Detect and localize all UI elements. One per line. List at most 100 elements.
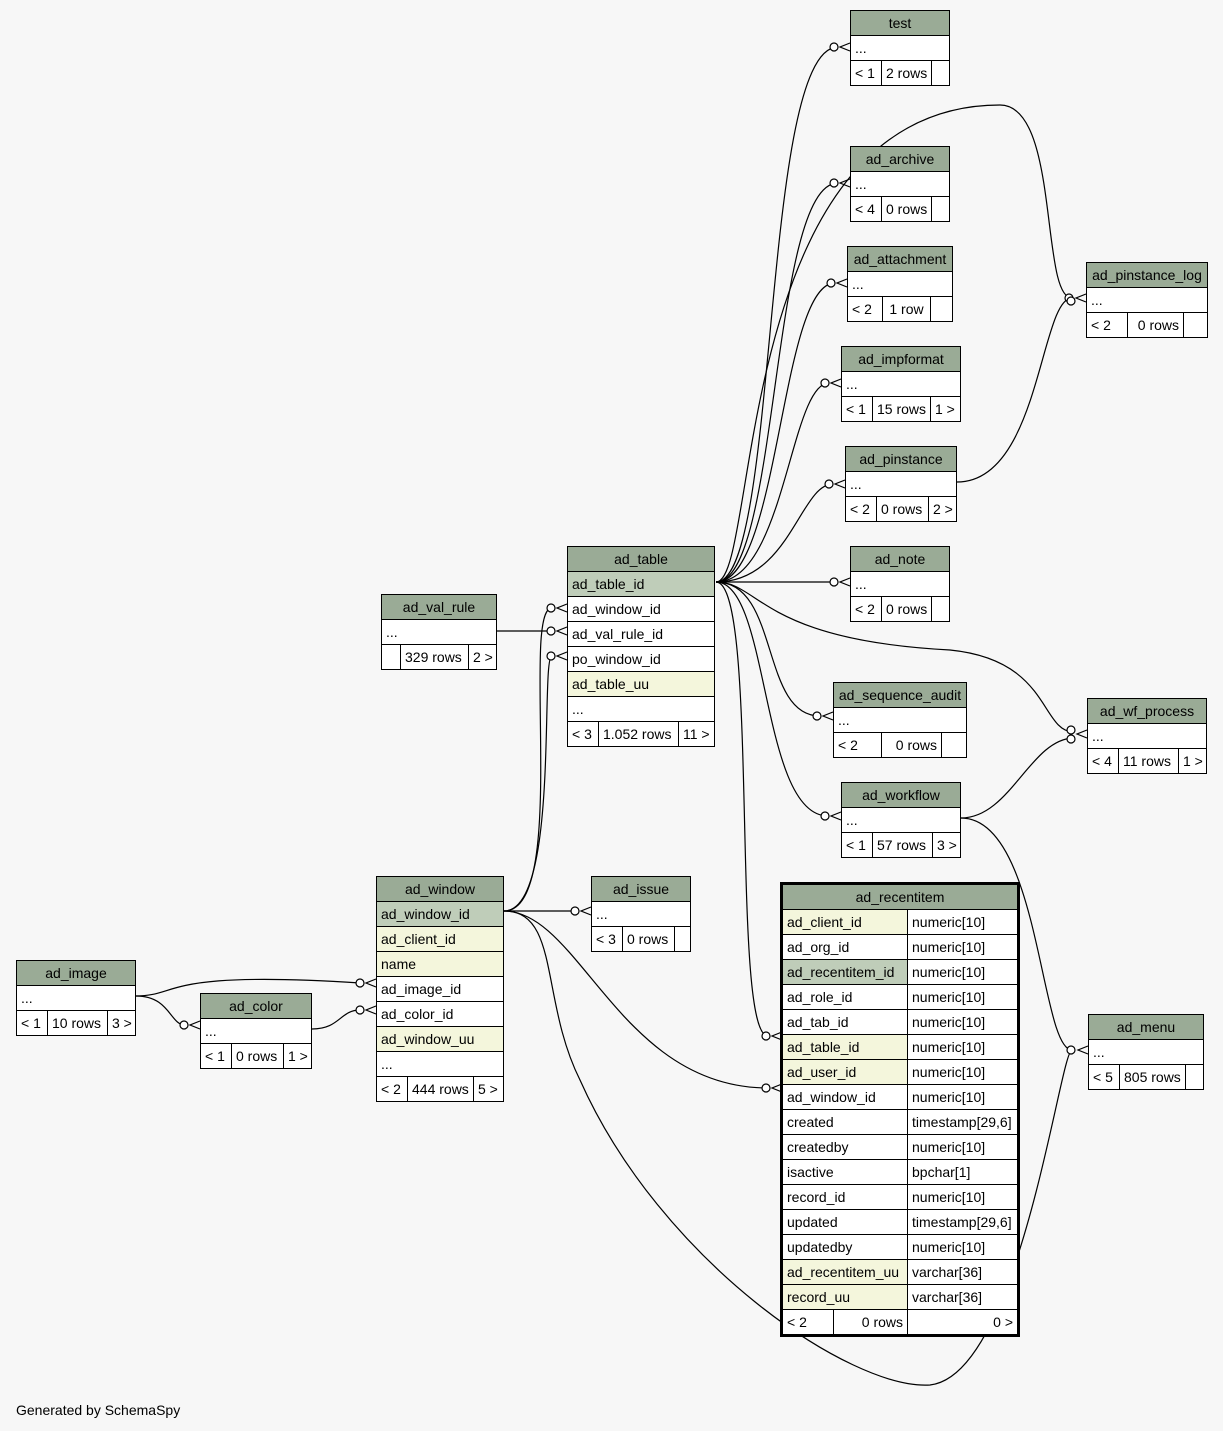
table-header: ad_workflow — [842, 783, 960, 808]
column-name: createdby — [783, 1135, 907, 1159]
table-ad-impformat[interactable]: ad_impformat ... < 1 15 rows 1 > — [841, 346, 961, 422]
column-ad-window-id: ad_window_id — [377, 902, 503, 926]
column-ellipsis: ... — [851, 572, 949, 596]
table-ad-wf-process[interactable]: ad_wf_process ... < 4 11 rows 1 > — [1087, 698, 1207, 774]
table-header: ad_sequence_audit — [834, 683, 966, 708]
parents-count: < 2 — [838, 737, 858, 753]
column-type: numeric[10] — [907, 960, 1017, 984]
children-count: 11 > — [678, 722, 714, 746]
children-count — [674, 927, 690, 951]
column-name: name — [377, 952, 503, 976]
column-ellipsis: ... — [851, 172, 949, 196]
children-count — [1183, 313, 1207, 337]
column-name: ad_role_id — [783, 985, 907, 1009]
column-type: varchar[36] — [907, 1285, 1017, 1309]
table-header: ad_pinstance — [846, 447, 956, 472]
row-count: 0 rows — [876, 497, 928, 521]
column-ad-image-id: ad_image_id — [377, 977, 503, 1001]
column-type: timestamp[29,6] — [907, 1110, 1017, 1134]
column-po-window-id: po_window_id — [568, 647, 714, 671]
table-header: ad_wf_process — [1088, 699, 1206, 724]
parents-count: < 1 — [205, 1048, 225, 1064]
row-count: 0 rows — [881, 597, 931, 621]
table-ad-window[interactable]: ad_window ad_window_id ad_client_id name… — [376, 876, 504, 1102]
table-ad-image[interactable]: ad_image ... < 1 10 rows 3 > — [16, 960, 136, 1036]
table-ad-attachment[interactable]: ad_attachment ... < 2 1 row — [847, 246, 953, 322]
generated-by-credit: Generated by SchemaSpy — [16, 1402, 181, 1418]
column-name: ad_recentitem_id — [783, 960, 907, 984]
parents-count — [382, 645, 400, 669]
table-header: ad_attachment — [848, 247, 952, 272]
parents-count: < 1 — [846, 837, 866, 853]
table-ad-sequence-audit[interactable]: ad_sequence_audit ... < 2 0 rows — [833, 682, 967, 758]
table-header: ad_recentitem — [783, 885, 1017, 910]
column-name: ad_user_id — [783, 1060, 907, 1084]
column-ellipsis: ... — [834, 708, 966, 732]
parents-count: < 4 — [855, 201, 875, 217]
table-ad-workflow[interactable]: ad_workflow ... < 1 57 rows 3 > — [841, 782, 961, 858]
column-ellipsis: ... — [1087, 288, 1207, 312]
column-name: record_uu — [783, 1285, 907, 1309]
column-type: numeric[10] — [907, 1185, 1017, 1209]
table-header: ad_table — [568, 547, 714, 572]
row-count: 2 rows — [881, 61, 931, 85]
row-count: 444 rows — [407, 1077, 473, 1101]
column-ellipsis: ... — [382, 620, 496, 644]
column-type: numeric[10] — [907, 1060, 1017, 1084]
row-count: 11 rows — [1118, 749, 1178, 773]
table-ad-pinstance[interactable]: ad_pinstance ... < 2 0 rows 2 > — [845, 446, 957, 522]
column-ellipsis: ... — [846, 472, 956, 496]
column-name: ad_recentitem_uu — [783, 1260, 907, 1284]
children-count — [1185, 1065, 1203, 1089]
row-count: 0 rows — [881, 733, 941, 757]
table-ad-pinstance-log[interactable]: ad_pinstance_log ... < 2 0 rows — [1086, 262, 1208, 338]
row-count: 0 rows — [231, 1044, 283, 1068]
column-name: updatedby — [783, 1235, 907, 1259]
column-name: ad_tab_id — [783, 1010, 907, 1034]
table-ad-issue[interactable]: ad_issue ... < 3 0 rows — [591, 876, 691, 952]
table-ad-note[interactable]: ad_note ... < 2 0 rows — [850, 546, 950, 622]
column-name: created — [783, 1110, 907, 1134]
row-count: 57 rows — [872, 833, 932, 857]
row-count: 1 row — [882, 297, 930, 321]
column-type: numeric[10] — [907, 1235, 1017, 1259]
parents-count: < 2 — [850, 501, 870, 517]
children-count — [931, 197, 949, 221]
column-type: timestamp[29,6] — [907, 1210, 1017, 1234]
table-header: ad_pinstance_log — [1087, 263, 1207, 288]
table-test[interactable]: test ... < 1 2 rows — [850, 10, 950, 86]
table-ad-val-rule[interactable]: ad_val_rule ... 329 rows 2 > — [381, 594, 497, 670]
column-name: ad_org_id — [783, 935, 907, 959]
table-ad-table[interactable]: ad_table ad_table_id ad_window_id ad_val… — [567, 546, 715, 747]
table-header: test — [851, 11, 949, 36]
children-count — [931, 597, 949, 621]
column-ad-window-id: ad_window_id — [568, 597, 714, 621]
parents-count: < 1 — [21, 1015, 41, 1031]
children-count: 0 > — [907, 1310, 1017, 1334]
children-count: 3 > — [932, 833, 960, 857]
parents-count: < 1 — [855, 65, 875, 81]
parents-count: < 2 — [1091, 317, 1111, 333]
column-ellipsis: ... — [377, 1052, 503, 1076]
table-header: ad_issue — [592, 877, 690, 902]
table-header: ad_color — [201, 994, 311, 1019]
row-count: 15 rows — [872, 397, 930, 421]
children-count: 5 > — [473, 1077, 503, 1101]
table-header: ad_impformat — [842, 347, 960, 372]
column-name: ad_window_id — [783, 1085, 907, 1109]
column-name: record_id — [783, 1185, 907, 1209]
children-count: 1 > — [283, 1044, 311, 1068]
children-count — [930, 297, 952, 321]
column-type: numeric[10] — [907, 1010, 1017, 1034]
row-count: 1.052 rows — [598, 722, 678, 746]
table-header: ad_image — [17, 961, 135, 986]
table-ad-archive[interactable]: ad_archive ... < 4 0 rows — [850, 146, 950, 222]
column-type: numeric[10] — [907, 910, 1017, 934]
table-ad-menu[interactable]: ad_menu ... < 5 805 rows — [1088, 1014, 1204, 1090]
column-ellipsis: ... — [842, 372, 960, 396]
column-ellipsis: ... — [1089, 1040, 1203, 1064]
column-type: varchar[36] — [907, 1260, 1017, 1284]
table-ad-color[interactable]: ad_color ... < 1 0 rows 1 > — [200, 993, 312, 1069]
